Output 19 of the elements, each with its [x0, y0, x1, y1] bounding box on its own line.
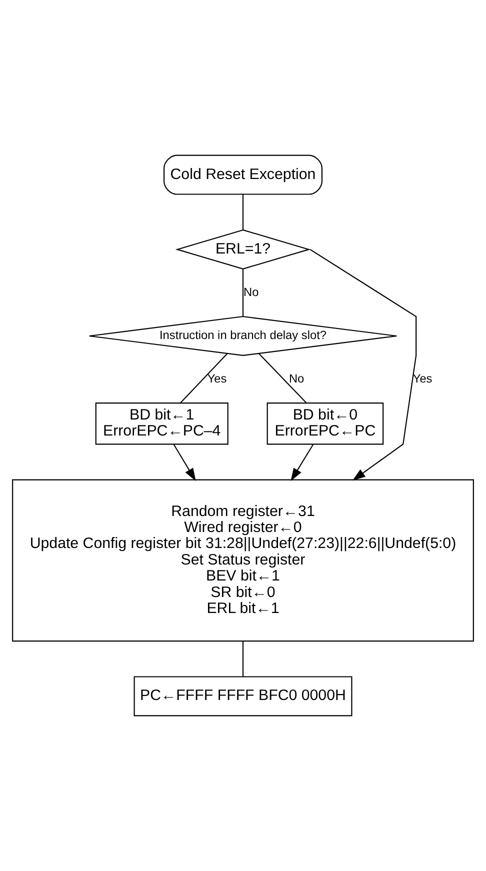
- edge-label: Yes: [207, 371, 227, 386]
- arrow: [310, 248, 417, 481]
- edge-label: Yes: [412, 371, 432, 386]
- node-box: Cold Reset Exception: [164, 154, 323, 195]
- connector: [180, 353, 228, 404]
- arrow: [290, 444, 314, 482]
- node-box: Random register←31 Wired register←0 Update Config register bit 31:28||Undef(27:23)||22:6||Undef(5:0) Set Status register BEV bit←1 SR bit←0 ERL bit←1: [12, 479, 474, 642]
- node-diamond: ERL=1?: [175, 229, 311, 270]
- connector: [258, 353, 307, 404]
- edge-label: No: [288, 371, 304, 386]
- node-box: PC←FFFF FFFF BFC0 0000H: [134, 676, 352, 716]
- node-box: BD bit←1 ErrorEPC←PC–4: [95, 402, 228, 445]
- node-box: BD bit←0 ErrorEPC←PC: [266, 402, 384, 445]
- arrow: [173, 444, 196, 482]
- connector: [242, 194, 244, 230]
- connector: [242, 269, 244, 316]
- node-diamond: Instruction in branch delay slot?: [88, 316, 398, 356]
- connector: [242, 641, 244, 676]
- edge-label: No: [244, 284, 259, 299]
